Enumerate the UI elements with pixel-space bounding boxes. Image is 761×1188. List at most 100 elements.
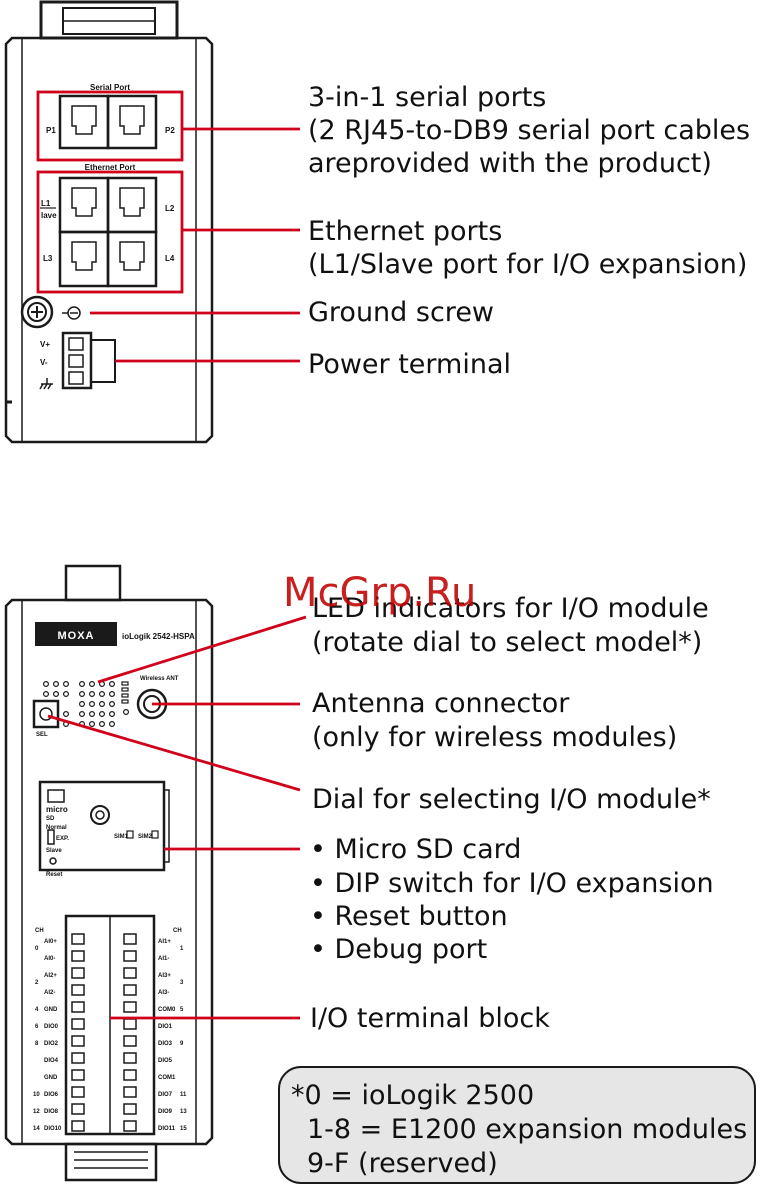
top-callout-text: 3-in-1 serial ports (2 RJ45-to-DB9 seria… <box>308 82 750 380</box>
ground-callout: Ground screw <box>308 297 494 328</box>
terminal-label: COM0 <box>158 1007 176 1013</box>
channel-number: 11 <box>180 1092 187 1098</box>
top-callout-lines <box>36 90 300 363</box>
ethernet-callout-line2: (L1/Slave port for I/O expansion) <box>308 249 747 280</box>
serial-highlight-box <box>36 90 184 162</box>
exp-label: EXP. <box>56 836 69 842</box>
p2-label: P2 <box>165 126 175 135</box>
led-indicator-grid <box>42 680 129 727</box>
channel-number: 5 <box>180 1007 184 1013</box>
footnote-box <box>278 1066 756 1184</box>
reset-button-bullet: • Reset button <box>310 901 508 932</box>
terminal-label: AI1+ <box>158 939 171 945</box>
channel-number: 1 <box>180 946 184 952</box>
vminus-label: V- <box>40 358 48 367</box>
slave-switch-label: Slave <box>46 848 62 854</box>
terminal-label: GND <box>44 1007 58 1013</box>
terminal-label: DIO3 <box>158 1041 173 1047</box>
top-device <box>4 0 214 444</box>
terminal-label: AI1- <box>158 956 169 962</box>
model-name: ioLogik 2542-HSPA <box>122 632 195 641</box>
terminal-label: DIO8 <box>44 1109 59 1115</box>
terminal-label: AI0- <box>44 956 55 962</box>
terminal-label: GND <box>44 1075 58 1081</box>
l4-label: L4 <box>165 254 175 263</box>
l1-label: L1 <box>41 199 51 208</box>
terminal-label: COM1 <box>158 1075 176 1081</box>
serial-port-label: Serial Port <box>90 83 130 92</box>
io-block-callout: I/O terminal block <box>310 1003 550 1034</box>
terminal-label: DIO9 <box>158 1109 173 1115</box>
micro-label: micro <box>46 805 68 814</box>
terminal-label: DIO5 <box>158 1058 173 1064</box>
channel-number: 0 <box>35 946 39 952</box>
terminal-label: AI0+ <box>44 939 57 945</box>
right-ch-header: CH <box>173 928 182 934</box>
terminal-label: DIO1 <box>158 1024 173 1030</box>
micro-sd-bullet: • Micro SD card <box>310 834 521 865</box>
terminal-label: AI3+ <box>158 973 171 979</box>
wireless-ant-label: Wireless ANT <box>140 676 179 682</box>
terminal-label: DIO7 <box>158 1092 173 1098</box>
ethernet-callout-line1: Ethernet ports <box>308 216 502 247</box>
channel-number: 6 <box>35 1024 39 1030</box>
vplus-label: V+ <box>40 340 50 349</box>
terminal-label: DIO4 <box>44 1058 59 1064</box>
led-callout-line1: LED indicators for I/O module <box>312 593 709 624</box>
channel-number: 13 <box>180 1109 187 1115</box>
channel-number: 14 <box>33 1126 40 1132</box>
serial-callout-line2: (2 RJ45-to-DB9 serial port cables <box>308 115 750 146</box>
bottom-device-labels: MOXA ioLogik 2542-HSPA Wireless ANT SEL … <box>35 630 195 934</box>
left-ch-header: CH <box>35 928 44 934</box>
top-device-labels: Serial Port Ethernet Port P1 P2 L1 lave … <box>40 83 175 367</box>
ethernet-port-label: Ethernet Port <box>85 163 136 172</box>
channel-number: 12 <box>33 1109 40 1115</box>
channel-number: 10 <box>33 1092 40 1098</box>
antenna-callout-line2: (only for wireless modules) <box>312 722 677 753</box>
debug-port-bullet: • Debug port <box>310 934 487 965</box>
dial-callout: Dial for selecting I/O module* <box>312 784 711 815</box>
ethernet-highlight-box <box>36 170 184 294</box>
terminal-label: AI2- <box>44 990 55 996</box>
channel-number: 9 <box>180 1041 184 1047</box>
slave-label: lave <box>41 211 57 220</box>
terminal-label: DIO2 <box>44 1041 59 1047</box>
bottom-device <box>4 564 214 1182</box>
led-callout-line2: (rotate dial to select model*) <box>312 627 702 658</box>
dip-switch-bullet: • DIP switch for I/O expansion <box>310 868 714 899</box>
right-terminal-labels: AI1+ AI1- AI3+ AI3- COM0 DIO1 DIO3 DIO5 … <box>158 939 187 1132</box>
watermark: McGrp.Ru <box>283 570 476 616</box>
sel-label: SEL <box>36 732 48 738</box>
terminal-label: DIO10 <box>44 1126 62 1132</box>
channel-number: 2 <box>35 980 39 986</box>
footnote-line1: *0 = ioLogik 2500 <box>291 1080 534 1111</box>
channel-number: 4 <box>35 1007 39 1013</box>
serial-callout-line3: areprovided with the product) <box>308 148 712 179</box>
reset-label: Reset <box>46 872 62 878</box>
footnote-line3: 9-F (reserved) <box>307 1148 498 1179</box>
bottom-callout-lines <box>47 615 307 1020</box>
sim2-label: SIM2 <box>138 834 153 840</box>
sim1-label: SIM1 <box>114 834 129 840</box>
antenna-callout-line1: Antenna connector <box>312 688 570 719</box>
bottom-callout-text: LED indicators for I/O module (rotate di… <box>310 593 714 1034</box>
normal-label: Normal <box>46 825 67 831</box>
power-callout: Power terminal <box>308 349 511 380</box>
channel-number: 15 <box>180 1126 187 1132</box>
l3-label: L3 <box>43 254 53 263</box>
terminal-label: AI3- <box>158 990 169 996</box>
left-terminal-labels: AI0+ AI0- AI2+ AI2- GND DIO0 DIO2 DIO4 G… <box>33 939 62 1132</box>
terminal-screws <box>71 933 137 1132</box>
terminal-label: DIO0 <box>44 1024 59 1030</box>
channel-number: 3 <box>180 980 184 986</box>
moxa-logo-bar <box>35 622 117 646</box>
footnote-line2: 1-8 = E1200 expansion modules <box>307 1114 747 1145</box>
l2-label: L2 <box>165 204 175 213</box>
serial-callout-line1: 3-in-1 serial ports <box>308 82 546 113</box>
sd-logo: SD <box>46 816 55 822</box>
terminal-label: DIO6 <box>44 1092 59 1098</box>
channel-number: 8 <box>35 1041 39 1047</box>
terminal-label: AI2+ <box>44 973 57 979</box>
terminal-label: DIO11 <box>158 1126 176 1132</box>
